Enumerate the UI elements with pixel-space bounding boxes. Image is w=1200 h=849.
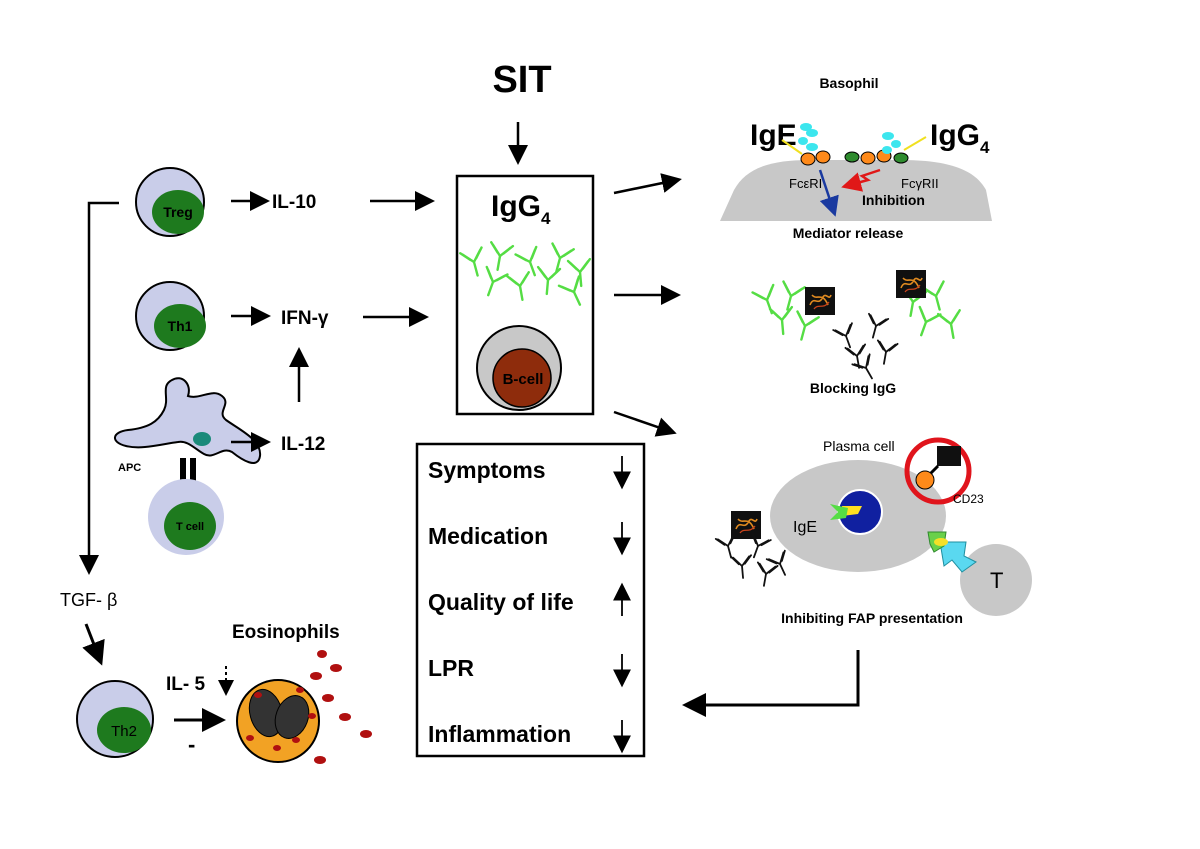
basophil-ige-label: IgE xyxy=(750,119,797,152)
apc-cell xyxy=(114,377,262,464)
sit-title: SIT xyxy=(492,59,551,101)
tcr-complex xyxy=(939,541,977,573)
outcome-label: Symptoms xyxy=(428,457,546,483)
th2-nucleus xyxy=(97,707,151,753)
ige-pointer xyxy=(781,139,803,155)
ige-molecules xyxy=(798,123,901,154)
outcome-label: Medication xyxy=(428,523,548,549)
minus-sign: - xyxy=(188,732,195,757)
t-cell-label: T cell xyxy=(176,521,204,533)
mhc-tcr-contact-2 xyxy=(190,458,196,484)
th1-nucleus xyxy=(154,304,206,348)
il12-label: IL-12 xyxy=(281,434,325,455)
outcome-label: LPR xyxy=(428,655,474,681)
cd23-label: CD23 xyxy=(953,492,984,506)
cd23-highlight-ring xyxy=(904,437,972,505)
treg-to-tgfb-line xyxy=(79,201,119,575)
inhibition-label: Inhibition xyxy=(862,192,925,208)
fap-caption: Inhibiting FAP presentation xyxy=(781,610,963,626)
blocking-antibodies-green xyxy=(751,280,966,344)
apc-label: APC xyxy=(118,462,141,474)
tgfb-to-th2-arrow xyxy=(82,623,105,666)
eosinophil-granules xyxy=(246,650,372,764)
il5-label: IL- 5 xyxy=(166,674,205,695)
fcgrii-label: FcγRII xyxy=(901,176,939,191)
blocking-antibodies-black xyxy=(832,312,899,385)
outcomes-box xyxy=(415,442,646,758)
cd23-allergen xyxy=(937,446,961,466)
tgfb-label: TGF- β xyxy=(60,590,117,610)
cd23-receptor xyxy=(915,470,935,490)
fceri-label: FcεRI xyxy=(789,176,822,191)
plasma-ige-label: IgE xyxy=(793,519,817,536)
th2-label: Th2 xyxy=(111,723,137,740)
basophil-title: Basophil xyxy=(819,75,878,91)
mediator-release-label: Mediator release xyxy=(793,225,904,241)
fap-t-label: T xyxy=(990,568,1003,593)
t-cell-nucleus xyxy=(164,502,216,550)
treg-nucleus xyxy=(152,190,204,234)
outcome-label: Inflammation xyxy=(428,721,571,747)
fap-return-arrow xyxy=(682,650,860,717)
basophil-surface xyxy=(720,160,992,221)
apc-nucleus xyxy=(193,432,211,446)
igg4-antibodies xyxy=(459,241,594,311)
fap-t-cell xyxy=(960,544,1032,616)
blocking-allergens xyxy=(804,269,927,316)
inhibition-red-arrow xyxy=(841,168,881,192)
il10-label: IL-10 xyxy=(272,192,316,213)
plasma-cell-label: Plasma cell xyxy=(823,438,895,454)
mhc-peptide xyxy=(934,538,948,546)
igg4-box-label: IgG4 xyxy=(491,190,551,228)
bcell-label: B-cell xyxy=(503,371,544,388)
treg-label: Treg xyxy=(163,204,193,220)
box-to-fap-arrow xyxy=(613,410,677,437)
box-to-basophil-arrow xyxy=(613,173,682,195)
eosinophils-label: Eosinophils xyxy=(232,622,340,643)
mhc-tcr-contact xyxy=(180,458,186,484)
plasma-cell-ige-receptor-green xyxy=(830,504,848,520)
outcome-label: Quality of life xyxy=(428,589,574,615)
basophil-igg4-label: IgG4 xyxy=(930,119,990,157)
igg4-pointer xyxy=(903,136,927,151)
bcell-nucleus xyxy=(492,348,552,408)
th1-label: Th1 xyxy=(168,318,193,334)
fceri-receptors xyxy=(800,149,909,166)
mediator-blue-arrow xyxy=(818,169,839,217)
blocking-igg-label: Blocking IgG xyxy=(810,380,896,396)
igg4-box xyxy=(455,174,595,416)
ifng-label: IFN-γ xyxy=(281,308,329,329)
eosinophil-nucleus-lobe-2 xyxy=(274,695,310,739)
